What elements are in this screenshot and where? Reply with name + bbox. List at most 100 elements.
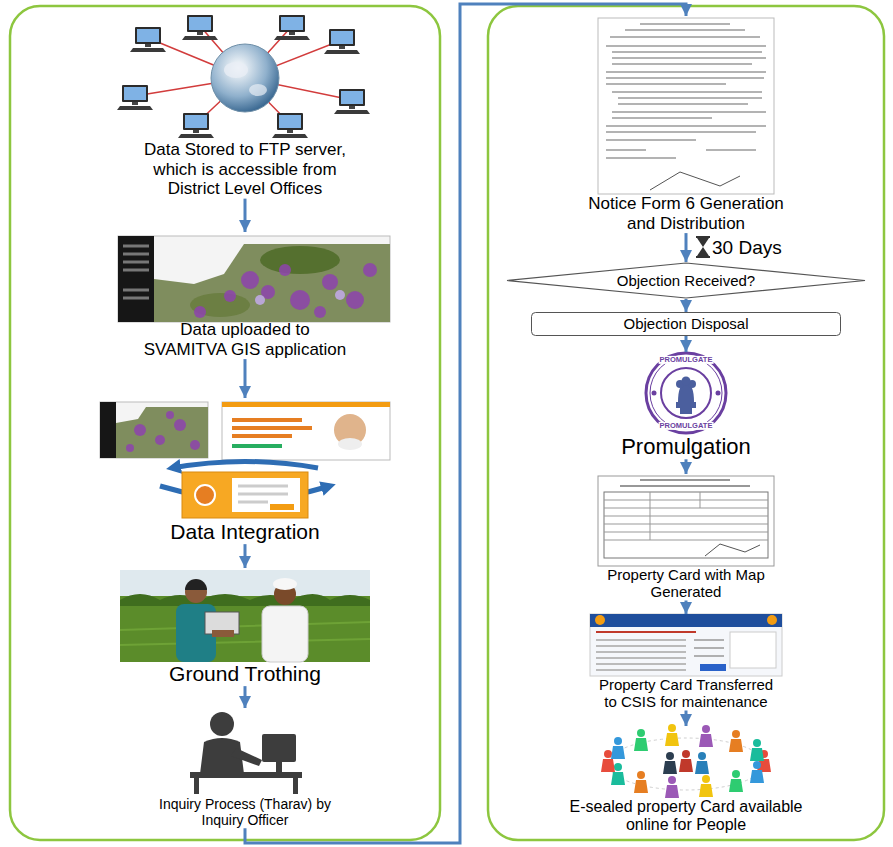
gis-screenshot	[260, 246, 340, 274]
integration-illustration	[155, 435, 165, 445]
field-photo	[120, 570, 370, 662]
people-crowd	[665, 724, 679, 746]
people-crowd	[695, 752, 709, 774]
integration-illustration	[232, 444, 282, 448]
csis-screenshot	[596, 640, 686, 670]
integration-illustration	[126, 411, 200, 452]
property-card-form	[604, 492, 768, 558]
gis-screenshot	[224, 290, 236, 302]
integration-illustration	[232, 478, 300, 512]
panel-outline	[10, 6, 884, 840]
gis-screenshot	[279, 264, 291, 276]
gis-screenshot	[255, 295, 265, 305]
notice-document	[598, 18, 774, 194]
flow-arrow	[685, 233, 688, 262]
integration-illustration	[116, 407, 146, 423]
officer-icon	[190, 712, 302, 794]
gis-screenshot	[335, 290, 345, 300]
integration-illustration	[100, 402, 208, 458]
gis-screenshot	[194, 306, 206, 318]
integration-illustration	[172, 462, 318, 469]
network-illustration	[130, 27, 166, 52]
decision-diamond: Objection Received?	[506, 262, 866, 299]
field-photo	[120, 570, 370, 662]
network-illustration	[178, 113, 214, 138]
panel-outline	[488, 6, 884, 840]
network-illustration	[249, 84, 267, 96]
promulgate-stamp	[716, 391, 721, 396]
hourglass-icon	[696, 256, 710, 258]
promulgate-stamp	[652, 391, 657, 396]
property-card-form	[705, 544, 760, 556]
network-illustration	[334, 89, 370, 114]
csis-screenshot	[595, 615, 605, 625]
flow-arrow	[244, 544, 247, 568]
box-text: Objection Disposal	[623, 315, 748, 332]
promulgate-stamp	[661, 368, 711, 418]
integration-illustration	[270, 504, 294, 510]
promulgate-stamp	[680, 408, 692, 414]
network-illustration	[117, 15, 370, 138]
gis-screenshot	[123, 246, 149, 298]
gis-screenshot	[290, 290, 310, 310]
duration-label: 30 Days	[712, 238, 782, 259]
gis-screenshot	[154, 244, 390, 322]
gis-screenshot	[363, 263, 377, 277]
integration-illustration	[195, 485, 215, 505]
hourglass-icon	[696, 236, 710, 238]
people-crowd	[750, 739, 764, 761]
integration-illustration	[190, 440, 200, 450]
people-crowd	[699, 725, 713, 747]
step-caption: Ground Trothing	[100, 662, 390, 686]
officer-icon	[262, 734, 296, 762]
network-illustration	[182, 15, 218, 40]
field-photo	[120, 622, 370, 645]
field-photo	[273, 578, 297, 590]
box-outline	[532, 313, 841, 336]
csis-screenshot	[590, 614, 782, 676]
people-crowd	[611, 737, 625, 759]
flow-arrow	[685, 459, 688, 474]
people-crowd	[663, 752, 677, 774]
stamp-text: PROMULGATE	[659, 422, 714, 430]
people-crowd	[699, 775, 713, 797]
process-step: Property Card Transferred to CSIS for ma…	[536, 614, 836, 711]
officer-icon	[231, 748, 262, 766]
decision-text: Objection Received?	[617, 272, 755, 289]
promulgate-stamp	[646, 353, 726, 433]
officer-icon	[190, 772, 302, 778]
integration-illustration	[116, 407, 208, 458]
people-crowd	[634, 729, 648, 751]
officer-icon	[293, 778, 298, 794]
people-crowd	[750, 761, 764, 783]
network-illustration	[274, 15, 310, 40]
gis-screenshot	[194, 263, 377, 318]
notice-document	[598, 18, 774, 194]
network-illustration	[224, 62, 248, 78]
process-box: Objection Disposal	[531, 312, 841, 336]
property-card-form	[598, 476, 774, 566]
flow-arrow	[245, 4, 686, 843]
property-card-form	[598, 476, 774, 566]
network-illustration	[272, 113, 308, 138]
csis-screenshot	[700, 664, 726, 671]
promulgate-stamp	[676, 377, 696, 415]
people-crowd	[665, 776, 679, 798]
property-card-form	[604, 492, 768, 540]
step-caption: Property Card with Map Generated	[591, 566, 781, 601]
step-caption: Notice Form 6 Generation and Distributio…	[581, 194, 791, 233]
officer-icon	[194, 778, 199, 794]
gis-screenshot	[322, 274, 338, 290]
officer-icon	[210, 712, 234, 736]
hourglass-icon	[697, 238, 709, 247]
notice-document	[606, 24, 766, 158]
process-step: Data Stored to FTP server, which is acce…	[95, 12, 395, 199]
flow-arrow	[685, 299, 688, 312]
integration-illustration	[126, 444, 134, 452]
flow-arrow	[685, 601, 688, 615]
field-photo	[212, 630, 234, 637]
people-crowd	[679, 750, 693, 772]
people-crowd	[601, 724, 771, 798]
